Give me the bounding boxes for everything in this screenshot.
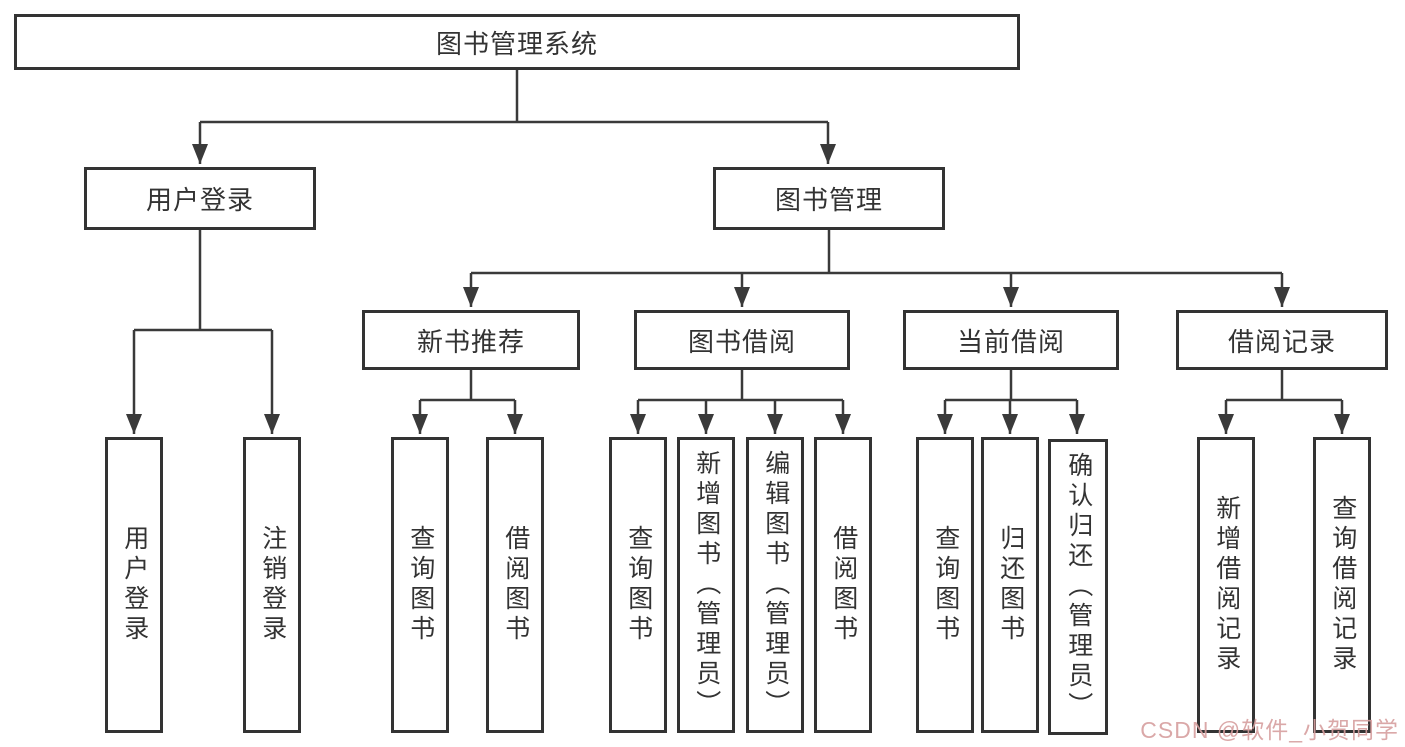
node-current-borrowing: 当前借阅: [903, 310, 1119, 370]
node-label: 新书推荐: [416, 326, 525, 357]
leaf-query-borrow-record: 查询借阅记录: [1313, 437, 1371, 733]
node-borrowing-records: 借阅记录: [1176, 310, 1388, 370]
node-label: 查询借阅记录: [1328, 495, 1357, 675]
leaf-confirm-return-admin: 确认归还（管理员）: [1048, 439, 1108, 735]
leaf-query-book-current: 查询图书: [916, 437, 974, 733]
node-label: 图书管理系统: [435, 28, 598, 59]
leaf-borrow-book-recommend: 借阅图书: [486, 437, 544, 733]
node-root: 图书管理系统: [14, 14, 1020, 70]
leaf-add-book-admin: 新增图书（管理员）: [677, 437, 735, 733]
node-label: 查询图书: [406, 525, 435, 645]
node-label: 新增图书（管理员）: [692, 450, 721, 720]
node-label: 用户登录: [120, 525, 149, 645]
node-label: 确认归还（管理员）: [1064, 452, 1093, 722]
node-label: 归还图书: [996, 525, 1025, 645]
leaf-query-book-borrowing: 查询图书: [609, 437, 667, 733]
node-label: 注销登录: [258, 525, 287, 645]
node-user-login: 用户登录: [84, 167, 316, 230]
leaf-query-book-recommend: 查询图书: [391, 437, 449, 733]
node-label: 借阅图书: [829, 525, 858, 645]
node-label: 借阅图书: [501, 525, 530, 645]
tree-branch-lines: [134, 70, 1342, 402]
node-book-borrowing: 图书借阅: [634, 310, 850, 370]
node-book-management: 图书管理: [713, 167, 945, 230]
leaf-logout: 注销登录: [243, 437, 301, 733]
node-label: 当前借阅: [956, 326, 1065, 357]
node-label: 图书借阅: [687, 326, 796, 357]
leaf-user-login: 用户登录: [105, 437, 163, 733]
node-label: 图书管理: [774, 185, 883, 215]
leaf-borrow-book-borrowing: 借阅图书: [814, 437, 872, 733]
node-label: 借阅记录: [1227, 326, 1336, 357]
node-label: 用户登录: [145, 185, 254, 215]
node-label: 查询图书: [624, 525, 653, 645]
leaf-edit-book-admin: 编辑图书（管理员）: [746, 437, 804, 733]
watermark: CSDN @软件_小贺同学: [1140, 717, 1399, 743]
node-new-book-recommend: 新书推荐: [362, 310, 580, 370]
leaf-return-book: 归还图书: [981, 437, 1039, 733]
node-label: 查询图书: [931, 525, 960, 645]
node-label: 新增借阅记录: [1212, 495, 1241, 675]
leaf-add-borrow-record: 新增借阅记录: [1197, 437, 1255, 733]
node-label: 编辑图书（管理员）: [761, 450, 790, 720]
